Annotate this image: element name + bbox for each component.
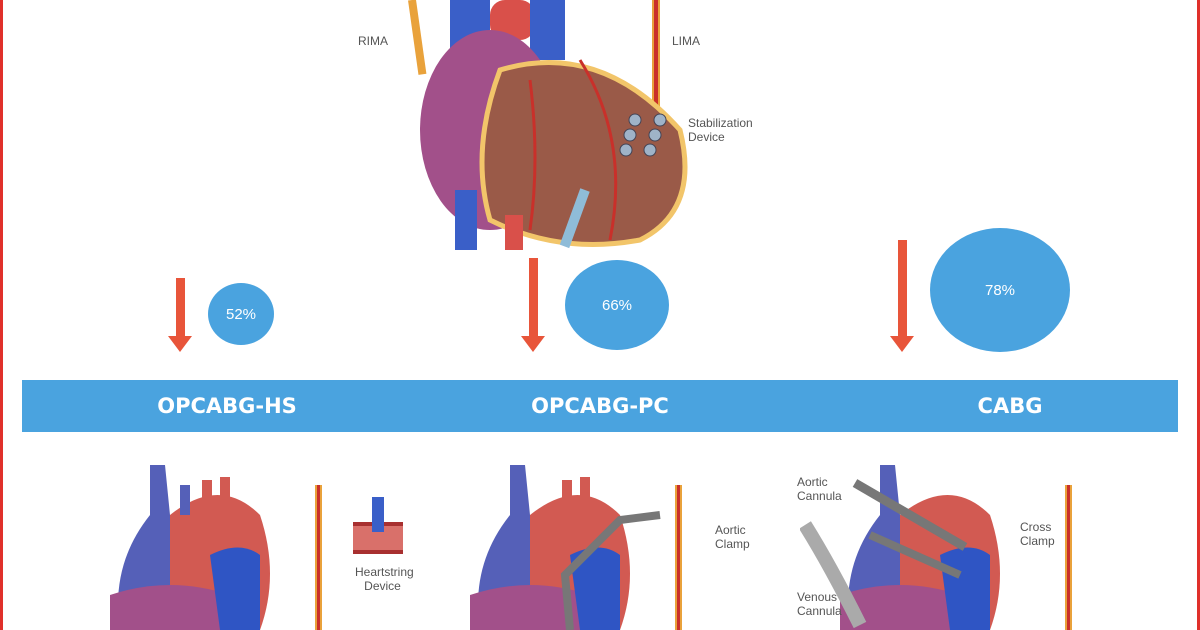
percent-circle-opcabg-hs: 52% — [208, 283, 274, 345]
heartstring-device-icon — [353, 497, 403, 554]
percent-circle-opcabg-pc: 66% — [565, 260, 669, 350]
method-bar: OPCABG-HS OPCABG-PC CABG — [22, 380, 1178, 432]
label-stabilization-device: Stabilization Device — [688, 116, 753, 144]
arrow-down-icon — [521, 258, 545, 352]
label-aortic-cannula: Aortic Cannula — [797, 475, 842, 503]
heart-illustration-cabg — [800, 465, 1072, 630]
label-cross-clamp: Cross Clamp — [1020, 520, 1055, 548]
method-label-opcabg-pc: OPCABG-PC — [531, 394, 669, 418]
heart-illustration-top — [408, 0, 688, 250]
arrow-down-icon — [890, 240, 914, 352]
label-aortic-clamp: Aortic Clamp — [715, 523, 750, 551]
heart-illustration-opcabg-pc — [470, 465, 682, 630]
heart-illustration-opcabg-hs — [110, 465, 322, 630]
label-heartstring-device: Heartstring Device — [355, 565, 414, 593]
label-lima: LIMA — [672, 34, 701, 48]
method-label-cabg: CABG — [977, 394, 1043, 418]
label-rima: RIMA — [358, 34, 388, 48]
label-venous-cannula: Venous Cannula — [797, 590, 842, 618]
method-label-opcabg-hs: OPCABG-HS — [157, 394, 297, 418]
arrow-down-icon — [168, 278, 192, 352]
percent-circle-cabg: 78% — [930, 228, 1070, 352]
